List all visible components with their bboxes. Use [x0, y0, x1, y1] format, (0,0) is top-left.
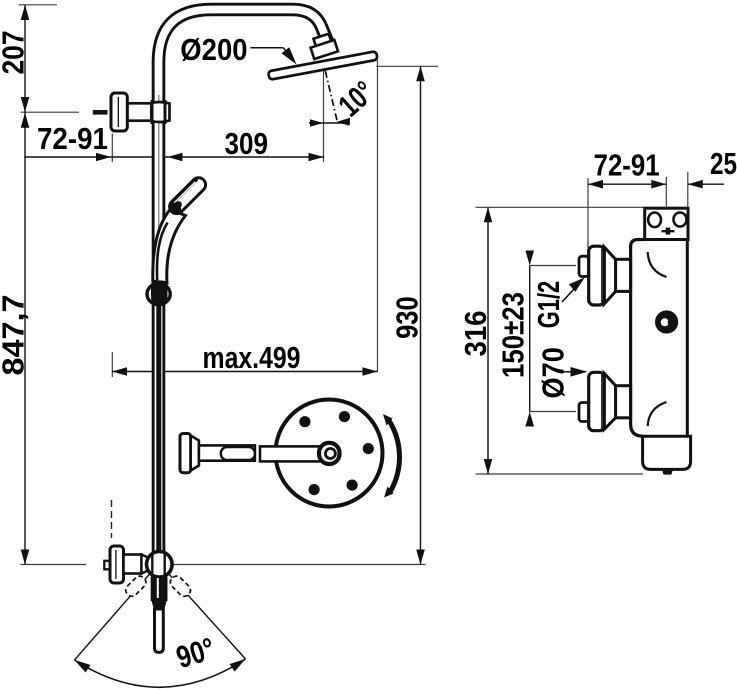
- svg-text:max.499: max.499: [203, 340, 301, 375]
- svg-text:72-91: 72-91: [594, 147, 660, 182]
- svg-text:309: 309: [225, 126, 269, 161]
- svg-text:25: 25: [710, 146, 737, 181]
- svg-text:930: 930: [390, 296, 425, 339]
- svg-text:72-91: 72-91: [37, 121, 108, 156]
- svg-text:207: 207: [0, 31, 30, 75]
- svg-text:Ø70: Ø70: [535, 347, 570, 398]
- svg-text:Ø200: Ø200: [180, 32, 247, 67]
- svg-text:847,7: 847,7: [0, 295, 30, 376]
- svg-text:316: 316: [458, 311, 493, 357]
- svg-text:150±23: 150±23: [496, 292, 531, 378]
- svg-text:G1/2: G1/2: [531, 281, 566, 329]
